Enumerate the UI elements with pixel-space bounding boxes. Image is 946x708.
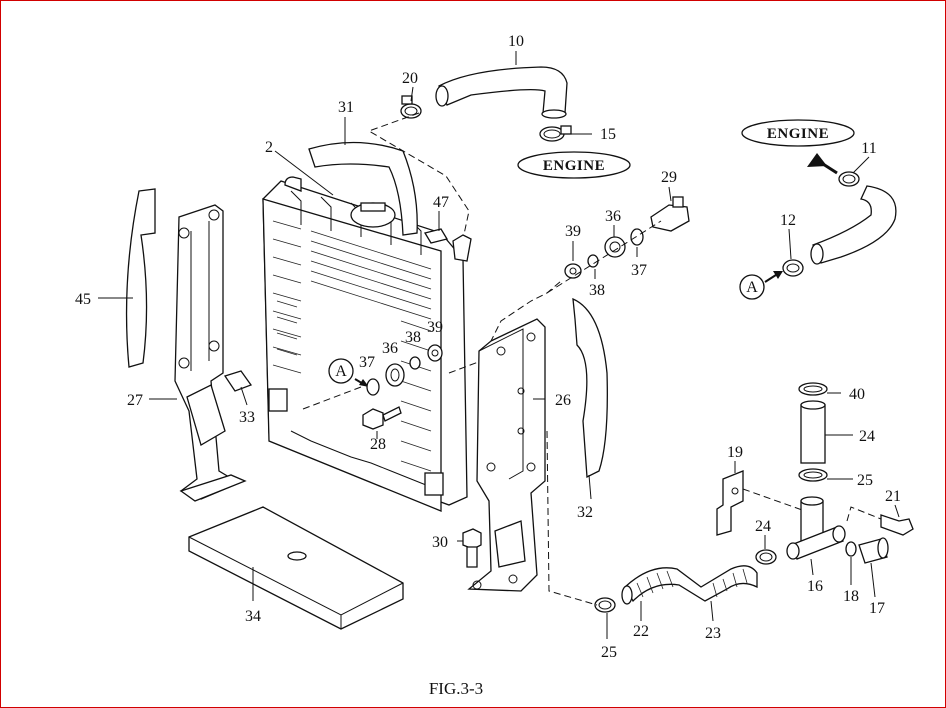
label-part-33: 33 bbox=[239, 409, 255, 426]
label-part-27: 27 bbox=[127, 392, 143, 409]
leader-dash-25 bbox=[546, 430, 598, 606]
bolt-21 bbox=[880, 514, 914, 536]
side-seal-45 bbox=[125, 188, 156, 368]
fitting-39-right bbox=[564, 263, 582, 279]
label-part-22: 22 bbox=[633, 623, 649, 640]
label-part-39-left: 39 bbox=[427, 319, 443, 336]
side-seal-32 bbox=[572, 297, 608, 479]
label-part-16: 16 bbox=[807, 578, 823, 595]
label-part-36-left: 36 bbox=[382, 340, 398, 357]
label-part-23: 23 bbox=[705, 625, 721, 642]
callout-circle-a-2 bbox=[739, 274, 765, 300]
baffle-31 bbox=[308, 141, 418, 236]
callout-circle-a-1 bbox=[328, 358, 354, 384]
fitting-39-left bbox=[427, 344, 443, 362]
label-part-29: 29 bbox=[661, 169, 677, 186]
label-part-15: 15 bbox=[600, 126, 616, 143]
fitting-38-right bbox=[587, 254, 599, 268]
label-part-37-right: 37 bbox=[631, 262, 647, 279]
leader-dash-drain-2 bbox=[546, 220, 662, 294]
label-part-26: 26 bbox=[555, 392, 571, 409]
engine-label-2: ENGINE bbox=[767, 126, 829, 142]
label-part-34: 34 bbox=[245, 608, 261, 625]
fitting-36-right bbox=[604, 236, 626, 258]
engine-arrow bbox=[807, 153, 827, 167]
bolt-28 bbox=[362, 406, 402, 430]
leader-dash-20 bbox=[367, 112, 470, 240]
mat-34 bbox=[188, 506, 404, 630]
bracket-19 bbox=[716, 470, 744, 536]
callout-a-1: A bbox=[335, 363, 347, 380]
drain-cock-29 bbox=[650, 196, 690, 232]
clamp-20 bbox=[400, 95, 422, 119]
hose-22-23 bbox=[621, 565, 758, 605]
label-part-19: 19 bbox=[727, 444, 743, 461]
label-part-11: 11 bbox=[861, 140, 876, 157]
engine-ellipse-2 bbox=[741, 119, 855, 147]
plug-17 bbox=[858, 537, 889, 564]
engine-ellipse-1 bbox=[517, 151, 631, 179]
hose-24 bbox=[800, 400, 826, 464]
label-part-32: 32 bbox=[577, 504, 593, 521]
pad-33 bbox=[223, 370, 253, 392]
bolt-30 bbox=[462, 528, 482, 568]
cap-47 bbox=[423, 228, 449, 244]
clamp-11 bbox=[838, 171, 860, 187]
clamp-15 bbox=[539, 125, 572, 142]
lower-hose-12 bbox=[810, 185, 897, 265]
label-part-38-left: 38 bbox=[405, 329, 421, 346]
label-part-28: 28 bbox=[370, 436, 386, 453]
label-part-40: 40 bbox=[849, 386, 865, 403]
label-part-24-right: 24 bbox=[859, 428, 875, 445]
clamp-12 bbox=[782, 259, 804, 277]
clamp-24-right bbox=[755, 549, 777, 565]
label-part-2: 2 bbox=[265, 139, 273, 156]
label-part-45: 45 bbox=[75, 291, 91, 308]
fitting-37-right bbox=[630, 228, 644, 246]
leader-lines bbox=[98, 51, 900, 639]
label-part-38-right: 38 bbox=[589, 282, 605, 299]
label-part-30: 30 bbox=[432, 534, 448, 551]
callout-a-2: A bbox=[746, 279, 758, 296]
label-part-12: 12 bbox=[780, 212, 796, 229]
label-part-37-left: 37 bbox=[359, 354, 375, 371]
oring-18 bbox=[845, 541, 857, 557]
clamp-25-right bbox=[798, 468, 828, 482]
fitting-38-left bbox=[409, 356, 421, 370]
label-part-36-right: 36 bbox=[605, 208, 621, 225]
clamp-40 bbox=[798, 382, 828, 396]
left-stay-27 bbox=[174, 204, 247, 502]
right-stay-26 bbox=[467, 318, 546, 592]
figure-caption: FIG.3-3 bbox=[429, 679, 483, 698]
label-part-21: 21 bbox=[885, 488, 901, 505]
label-part-18: 18 bbox=[843, 588, 859, 605]
fitting-36-left bbox=[385, 363, 405, 387]
clamp-25-bottom bbox=[594, 597, 616, 613]
label-part-47: 47 bbox=[433, 194, 449, 211]
upper-hose-10 bbox=[435, 66, 568, 119]
radiator-2 bbox=[262, 176, 472, 512]
label-part-10: 10 bbox=[508, 33, 524, 50]
leader-dash-21 bbox=[846, 506, 882, 522]
label-part-25-bottom: 25 bbox=[601, 644, 617, 661]
label-part-20: 20 bbox=[402, 70, 418, 87]
engine-label-1: ENGINE bbox=[543, 158, 605, 174]
label-part-25-right: 25 bbox=[857, 472, 873, 489]
label-part-39-right: 39 bbox=[565, 223, 581, 240]
label-part-24-bottom: 24 bbox=[755, 518, 771, 535]
engine-arrow-shaft bbox=[822, 162, 838, 175]
fitting-37-left bbox=[366, 378, 380, 396]
label-part-17: 17 bbox=[869, 600, 885, 617]
pipe-16 bbox=[786, 496, 846, 560]
label-part-31: 31 bbox=[338, 99, 354, 116]
leader-dash-19 bbox=[742, 488, 806, 512]
